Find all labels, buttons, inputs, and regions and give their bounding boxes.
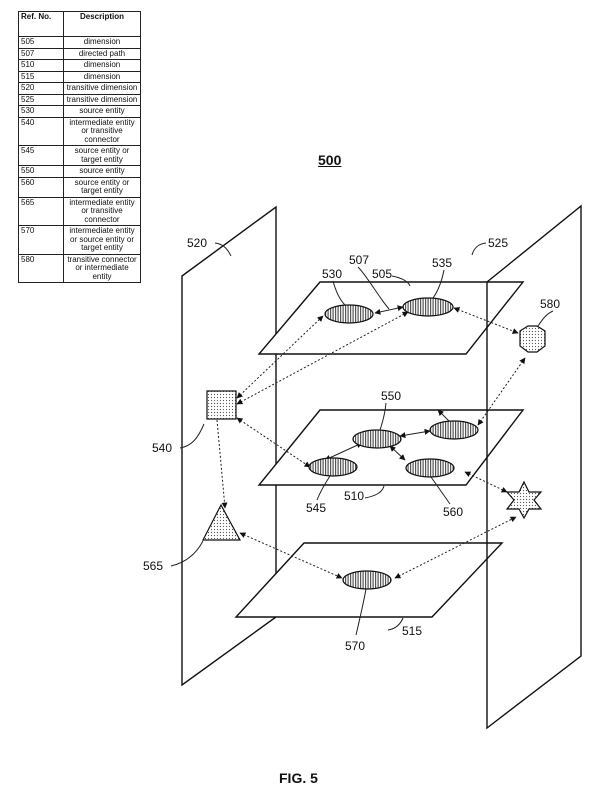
path-565-570: [239, 532, 343, 579]
leader-510: [364, 485, 385, 499]
leader-545: [316, 475, 331, 501]
description-cell: source entity or target entity: [63, 176, 141, 198]
label-570: 570: [345, 639, 365, 653]
label-525: 525: [488, 236, 508, 250]
ref-cell: 560: [18, 176, 64, 198]
label-530: 530: [322, 267, 342, 281]
label-540: 540: [152, 441, 172, 455]
path-535-580: [453, 307, 519, 334]
label-545: 545: [306, 501, 326, 515]
description-header: Description: [63, 11, 141, 37]
description-cell: transitive connector or intermediate ent…: [63, 253, 141, 283]
path-545-550: [324, 442, 363, 461]
label-505: 505: [372, 267, 392, 281]
label-550: 550: [381, 389, 401, 403]
path-540-545: [236, 417, 311, 468]
entity-555: [429, 420, 479, 440]
label-520: 520: [187, 236, 207, 250]
leader-520: [214, 242, 232, 257]
label-565: 565: [143, 559, 163, 573]
path-540-535: [236, 311, 409, 405]
figure-caption: FIG. 5: [279, 770, 318, 786]
label-507: 507: [349, 253, 369, 267]
path-570-star: [394, 516, 517, 579]
description-cell: intermediate entity or transitive connec…: [63, 116, 141, 146]
description-cell: intermediate entity or source entity or …: [63, 225, 141, 255]
plane-505: [257, 281, 525, 355]
description-cell: dimension: [63, 36, 141, 49]
label-510: 510: [344, 489, 364, 503]
leader-550: [379, 402, 387, 431]
path-555-580: [477, 357, 526, 426]
entity-star: [505, 480, 543, 520]
leader-505: [391, 275, 411, 287]
label-535: 535: [432, 256, 452, 270]
description-cell: directed path: [63, 47, 141, 60]
label-560: 560: [443, 505, 463, 519]
entity-550: [352, 429, 402, 449]
entity-560: [405, 458, 455, 478]
entity-580-hexagon: [519, 325, 546, 353]
entity-570: [342, 570, 392, 590]
leader-570: [355, 588, 367, 636]
path-550-560: [389, 445, 406, 461]
ref-cell: 540: [18, 116, 64, 146]
entity-530: [324, 304, 374, 324]
path-555-top: [437, 409, 451, 423]
entity-535: [402, 297, 454, 317]
table-header-row: Ref. No. Description: [18, 11, 141, 37]
figure-number: 500: [318, 152, 342, 168]
ref-header: Ref. No.: [18, 11, 64, 37]
label-515: 515: [402, 624, 422, 638]
leader-507: [357, 266, 390, 310]
label-580: 580: [540, 297, 560, 311]
leader-515: [387, 617, 404, 631]
path-550-555: [399, 428, 431, 439]
leader-530: [332, 280, 346, 306]
wall-525: [486, 204, 582, 730]
leader-525: [471, 242, 487, 256]
path-540-565: [216, 419, 228, 509]
leader-560: [430, 476, 451, 505]
leader-580: [537, 310, 554, 327]
leader-540: [179, 423, 205, 449]
leader-565: [170, 540, 204, 567]
description-cell: source entity or target entity: [63, 145, 141, 166]
entity-540-square: [206, 390, 237, 420]
entity-545: [308, 457, 358, 477]
ref-cell: 580: [18, 253, 64, 283]
leader-535: [432, 269, 445, 299]
entity-565-triangle: [202, 503, 242, 541]
